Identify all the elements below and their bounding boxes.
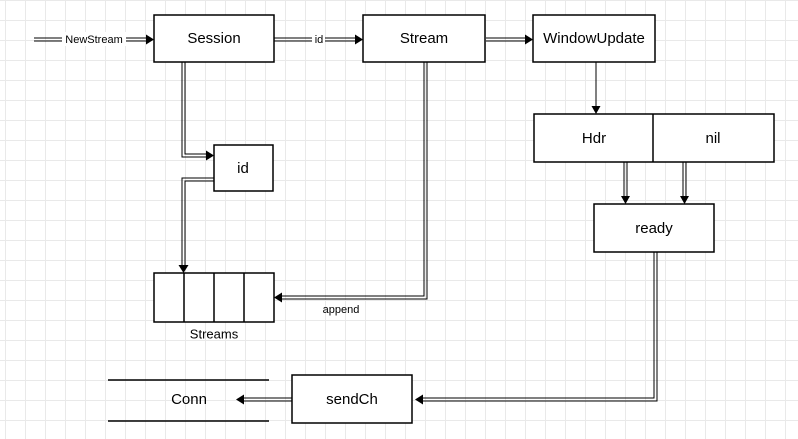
conn-label: Conn [171,391,207,408]
edge-session-id [181,62,214,161]
hdr-label: Hdr [582,130,606,147]
streams-label: Streams [190,326,239,341]
nil-label: nil [705,130,720,147]
edge-session-stream [274,34,363,45]
streams-array [153,272,275,323]
edge-newstream [34,34,154,45]
id-label: id [237,160,249,177]
sendch-node [291,374,413,424]
edge-sendch-conn [236,394,292,405]
edge-id-streams [178,177,214,273]
edge-label-append: append [323,304,360,316]
edge-windowupdate-hdr [591,62,601,114]
window-update-node [532,14,656,63]
edge-nil-ready [680,162,689,204]
edge-label-newstream: NewStream [65,34,122,46]
edge-stream-streams [274,62,428,303]
window-update-label: WindowUpdate [543,30,645,47]
session-label: Session [187,30,240,47]
stream-node [362,14,486,63]
ready-label: ready [635,220,673,237]
stream-label: Stream [400,30,448,47]
edge-ready-sendch [415,252,658,405]
id-node [213,144,274,192]
hdr-nil-node [533,113,775,163]
edge-stream-windowupdate [486,34,533,45]
edge-label-id: id [315,34,324,46]
conn-datastore [108,379,269,422]
ready-node [593,203,715,253]
session-node [153,14,275,63]
edge-hdr-ready [621,162,630,204]
sendch-label: sendCh [326,391,378,408]
